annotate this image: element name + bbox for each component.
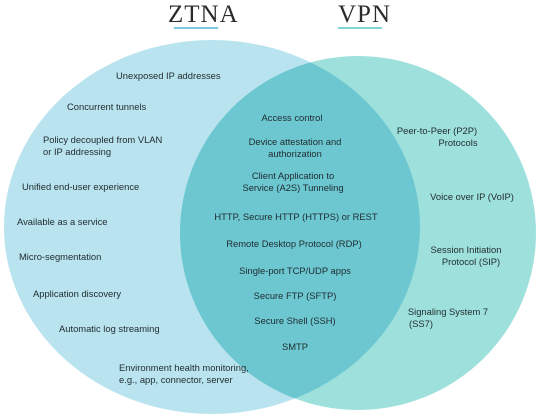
shared-item: Device attestation and [248, 136, 342, 147]
vpn-item: Peer-to-Peer (P2P) [396, 125, 478, 136]
vpn-item: Voice over IP (VoIP) [430, 191, 514, 202]
ztna-title: ZTNA [168, 1, 239, 28]
ztna-item: or IP addressing [43, 146, 112, 157]
vpn-item: Protocol (SIP) [441, 256, 501, 267]
shared-item: Access control [261, 112, 323, 123]
ztna-item: Micro-segmentation [19, 251, 102, 262]
vpn-title-underline [338, 27, 382, 29]
ztna-item: Environment health monitoring, [119, 362, 249, 373]
ztna-title-underline [174, 27, 218, 29]
shared-item: Secure Shell (SSH) [254, 315, 336, 326]
vpn-item: Protocols [438, 137, 478, 148]
shared-item: authorization [268, 148, 322, 159]
shared-item: Service (A2S) Tunneling [242, 182, 344, 193]
overlap-region [180, 56, 420, 410]
ztna-item: e.g., app, connector, server [119, 374, 233, 385]
ztna-item: Policy decoupled from VLAN [43, 134, 163, 145]
shared-item: SMTP [281, 341, 309, 352]
ztna-item: Unexposed IP addresses [116, 70, 221, 81]
vpn-item: (SS7) [409, 318, 433, 329]
shared-item: Remote Desktop Protocol (RDP) [226, 238, 362, 249]
ztna-item: Application discovery [33, 288, 122, 299]
ztna-item: Concurrent tunnels [67, 101, 147, 112]
ztna-item: Available as a service [17, 216, 108, 227]
vpn-item: Session Initiation [430, 244, 502, 255]
vpn-item: Signaling System 7 [407, 306, 489, 317]
vpn-title: VPN [338, 1, 392, 28]
ztna-item: Unified end-user experience [22, 181, 140, 192]
shared-item: Single-port TCP/UDP apps [239, 265, 351, 276]
shared-item: Secure FTP (SFTP) [253, 290, 337, 301]
ztna-item: Automatic log streaming [59, 323, 160, 334]
shared-item: Client Application to [251, 170, 335, 181]
shared-item: HTTP, Secure HTTP (HTTPS) or REST [214, 211, 378, 222]
